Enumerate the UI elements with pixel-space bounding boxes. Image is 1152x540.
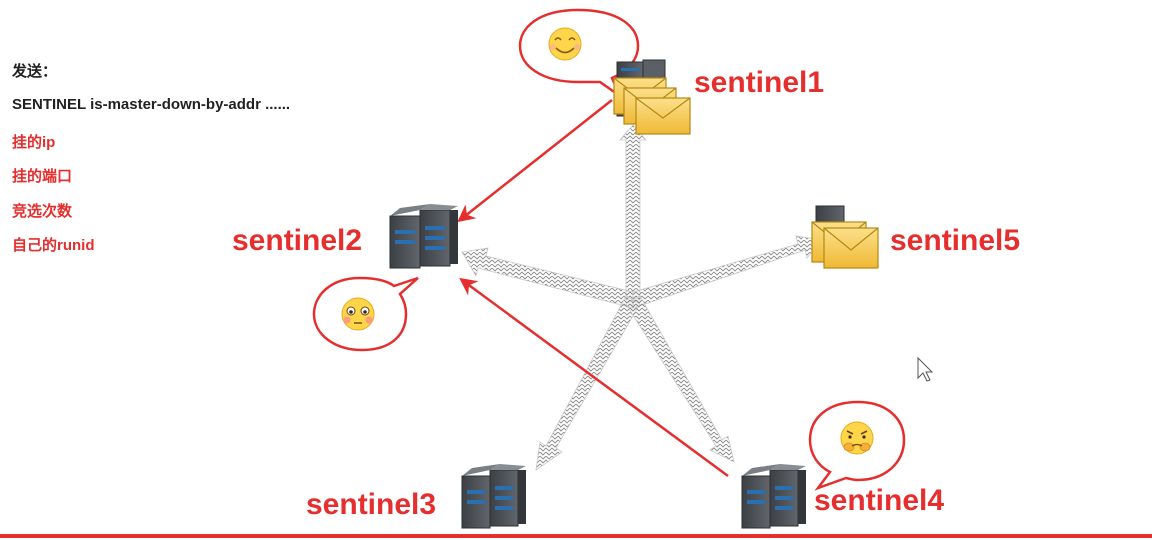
broadcast-arrow-to-sentinel5 <box>632 235 823 309</box>
send-heading: 发送： <box>12 63 58 80</box>
broadcast-arrow-to-sentinel2 <box>461 247 634 309</box>
sentinel3-label: sentinel3 <box>306 488 437 521</box>
sentinel1-mail-icon <box>613 77 691 135</box>
param-port: 挂的端口 <box>12 168 73 185</box>
bottom-rule <box>0 534 1152 538</box>
broadcast-arrows <box>461 124 823 471</box>
red-arrow-sentinel4-to-sentinel2 <box>459 277 729 478</box>
sentinel1-label: sentinel1 <box>694 66 825 99</box>
sentinel2-label: sentinel2 <box>232 224 363 257</box>
broadcast-arrow-to-sentinel3 <box>535 295 641 471</box>
broadcast-arrow-to-sentinel1 <box>619 124 647 301</box>
param-epoch: 竞选次数 <box>12 203 73 220</box>
bubble-sentinel1 <box>518 8 640 100</box>
red-arrow-sentinel1-to-sentinel2 <box>457 99 613 223</box>
command-text: SENTINEL is-master-down-by-addr ...... <box>12 96 291 113</box>
broadcast-arrow-to-sentinel4 <box>625 295 735 463</box>
sentinel5-mail-icon <box>811 205 879 269</box>
sentinel4-server-icon <box>741 464 806 529</box>
sentinel3-server-icon <box>461 464 526 529</box>
smiling-face-icon <box>548 27 582 61</box>
flushed-face-icon <box>341 297 375 331</box>
param-runid: 自己的runid <box>12 237 95 254</box>
sentinel2-server-icon <box>389 204 458 269</box>
sentinel4-label: sentinel4 <box>814 484 945 517</box>
sentinel5-label: sentinel5 <box>890 224 1021 257</box>
grimacing-face-icon <box>840 421 874 455</box>
mouse-cursor-icon <box>917 356 934 382</box>
param-ip: 挂的ip <box>12 134 56 151</box>
